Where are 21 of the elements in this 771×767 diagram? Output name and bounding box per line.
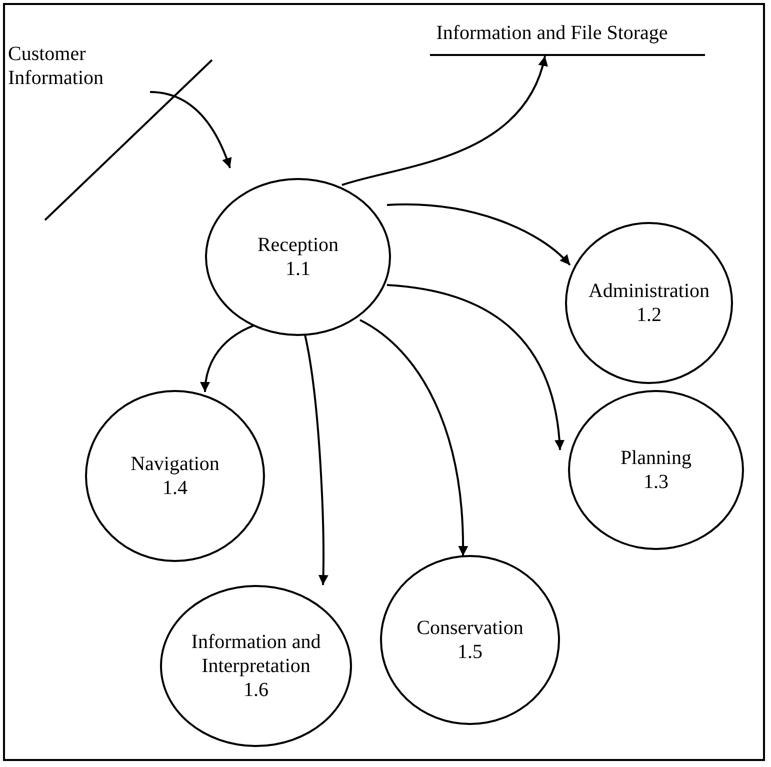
arrow: [200, 324, 256, 392]
arrow: [360, 319, 468, 556]
process-name: Navigation: [130, 452, 220, 476]
process-number: 1.3: [644, 470, 668, 494]
process-number: 1.2: [636, 303, 662, 327]
arrow: [386, 284, 564, 450]
process-name: Reception: [257, 233, 339, 257]
process-number: 1.1: [286, 257, 310, 281]
process-name: Administration: [588, 279, 710, 303]
arrow: [304, 334, 328, 586]
process-number: 1.5: [458, 640, 482, 664]
process-name: Planning: [620, 446, 692, 470]
process-number: 1.4: [162, 476, 188, 500]
process-name: Conservation: [416, 616, 524, 640]
data-store-label: Customer Information: [8, 42, 105, 90]
arrow: [342, 56, 547, 186]
arrow: [386, 203, 571, 266]
process-number: 1.6: [244, 678, 268, 702]
process-name: Information and Interpretation: [190, 630, 322, 678]
arrow: [150, 91, 232, 168]
data-store-label: Information and File Storage: [436, 21, 668, 45]
